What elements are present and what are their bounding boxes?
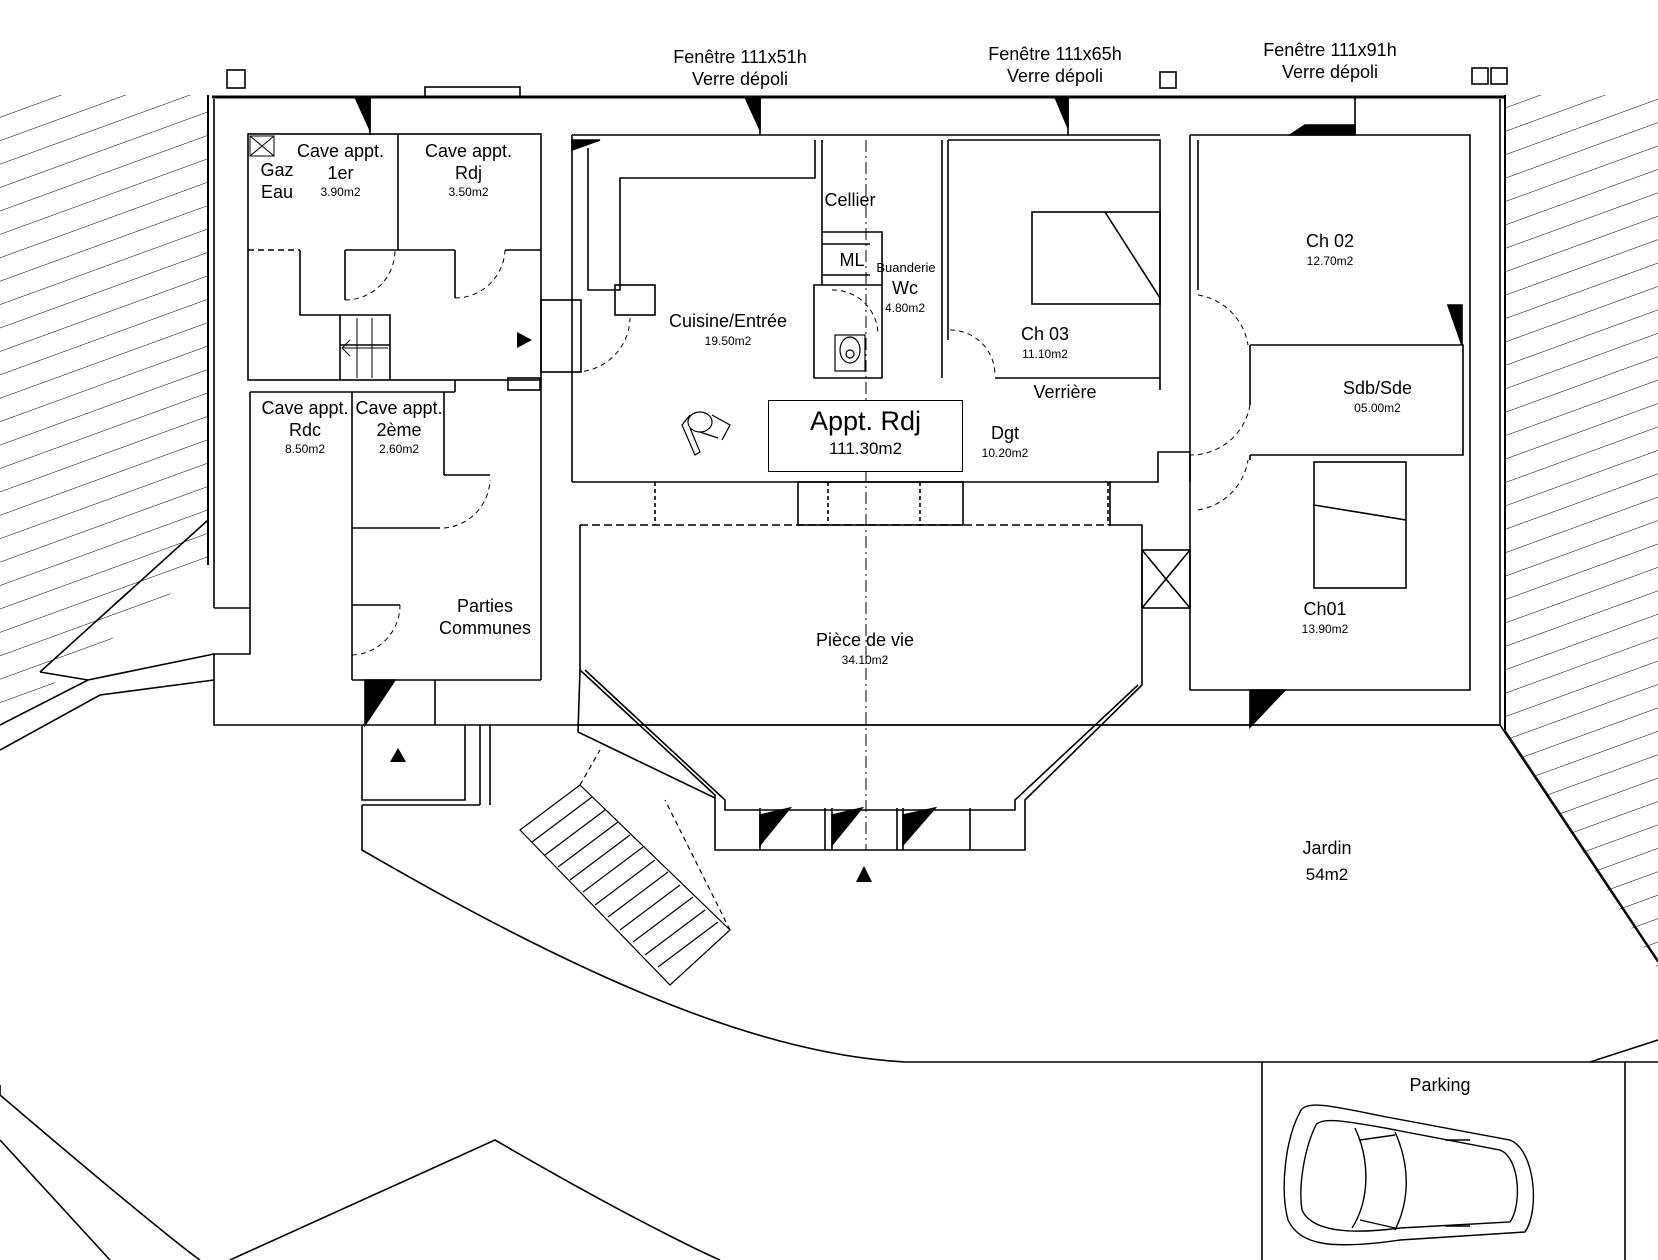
- room-sdb: Sdb/Sde 05.00m2: [1330, 378, 1425, 415]
- living-room-walls: [579, 481, 1191, 851]
- room-buanderie: Buanderie: [876, 260, 936, 275]
- room-area: 3.90m2: [320, 185, 361, 200]
- room-ml: ML: [839, 250, 865, 270]
- area-parking: Parking: [1409, 1075, 1471, 1095]
- room-ch03: Ch 03 11.10m2: [1000, 324, 1090, 361]
- apartment-title-box: Appt. Rdj 111.30m2: [768, 400, 963, 472]
- south-openings: [364, 304, 1463, 850]
- room-area: 11.10m2: [1022, 346, 1068, 361]
- car-icon: [1283, 1104, 1535, 1246]
- room-cellier: Cellier: [824, 190, 876, 210]
- window-label-1: Fenêtre 111x51h Verre dépoli: [650, 47, 830, 90]
- window-label-3: Fenêtre 111x91h Verre dépoli: [1240, 40, 1420, 83]
- room-cave-1er: Cave appt. 1er 3.90m2: [288, 141, 393, 200]
- room-name: Pièce de vie: [815, 630, 915, 650]
- bedroom-walls: [1189, 134, 1471, 691]
- entry-arrow-icon: [390, 748, 406, 762]
- room-name: Cave appt.: [355, 398, 443, 418]
- room-piece-de-vie: Pièce de vie 34.10m2: [790, 630, 940, 667]
- room-area: 34.10m2: [841, 652, 889, 667]
- room-verriere: Verrière: [1033, 382, 1097, 402]
- room-area: 2.60m2: [378, 442, 420, 457]
- toilet-icon: [834, 334, 866, 372]
- common-area-walls: [247, 133, 582, 681]
- apartment-name: Appt. Rdj: [809, 406, 922, 436]
- label-gaz: Gaz: [260, 160, 294, 180]
- room-area: 05.00m2: [1354, 400, 1401, 415]
- room-area: 3.50m2: [448, 185, 489, 200]
- window-glass: Verre dépoli: [1006, 65, 1104, 86]
- room-cave-rdj: Cave appt. Rdj 3.50m2: [416, 141, 521, 200]
- room-name: Cave appt.: [261, 398, 349, 418]
- stair-arrow-icon: [341, 318, 388, 378]
- window-label-2: Fenêtre 111x65h Verre dépoli: [965, 44, 1145, 87]
- exterior-paths: [0, 519, 1658, 1260]
- room-name: Sdb/Sde: [1342, 378, 1413, 398]
- room-cave-rdc: Cave appt. Rdc 8.50m2: [255, 398, 355, 457]
- room-parties-communes: Parties Communes: [430, 596, 540, 639]
- room-ch02: Ch 02 12.70m2: [1285, 231, 1375, 268]
- window-size: Fenêtre 111x51h: [673, 47, 807, 67]
- hatched-left-zone: [0, 95, 208, 725]
- entry-arrow-icon: [517, 332, 532, 348]
- room-dgt: Dgt 10.20m2: [965, 423, 1045, 460]
- room-name: Cave appt.: [424, 141, 513, 161]
- room-area: 12.70m2: [1306, 253, 1354, 268]
- room-area: 19.50m2: [704, 333, 752, 348]
- garden-stairs: [519, 749, 731, 986]
- room-wc: Wc 4.80m2: [875, 278, 935, 315]
- room-name: Dgt: [990, 423, 1019, 443]
- room-name: Communes: [438, 617, 532, 638]
- room-area: 8.50m2: [284, 442, 326, 457]
- room-name: Rdj: [454, 162, 482, 183]
- room-cave-2eme: Cave appt. 2ème 2.60m2: [352, 398, 446, 457]
- room-name: 2ème: [376, 419, 422, 440]
- room-area: 4.80m2: [884, 300, 926, 315]
- north-windows: [226, 67, 1508, 152]
- room-ch01: Ch01 13.90m2: [1280, 599, 1370, 636]
- room-area: 10.20m2: [981, 445, 1029, 460]
- label-eau: Eau: [260, 182, 294, 202]
- hatched-right-zone: [1505, 95, 1658, 970]
- window-glass: Verre dépoli: [691, 68, 789, 89]
- window-size: Fenêtre 111x91h: [1263, 40, 1397, 60]
- door-swings: [344, 249, 1251, 656]
- window-glass: Verre dépoli: [1281, 61, 1379, 82]
- room-area: 13.90m2: [1301, 621, 1349, 636]
- area-size: 54m2: [1305, 864, 1349, 884]
- room-name: Wc: [892, 278, 918, 298]
- room-name: Ch01: [1303, 599, 1347, 619]
- apartment-area: 111.30m2: [828, 439, 903, 458]
- room-name: Parties: [456, 596, 514, 616]
- room-cuisine: Cuisine/Entrée 19.50m2: [658, 311, 798, 348]
- room-name: Ch 02: [1305, 231, 1355, 251]
- room-name: Rdc: [288, 419, 321, 440]
- area-jardin: Jardin 54m2: [1282, 838, 1372, 885]
- person-icon: [681, 411, 731, 456]
- window-size: Fenêtre 111x65h: [988, 44, 1122, 64]
- room-name: Cave appt.: [296, 141, 385, 161]
- room-name: Cuisine/Entrée: [668, 311, 788, 331]
- entry-arrow-icon: [856, 866, 872, 882]
- room-name: 1er: [327, 162, 354, 183]
- room-name: Ch 03: [1020, 324, 1070, 344]
- gas-meter-icon: [249, 135, 275, 157]
- area-name: Jardin: [1302, 838, 1352, 858]
